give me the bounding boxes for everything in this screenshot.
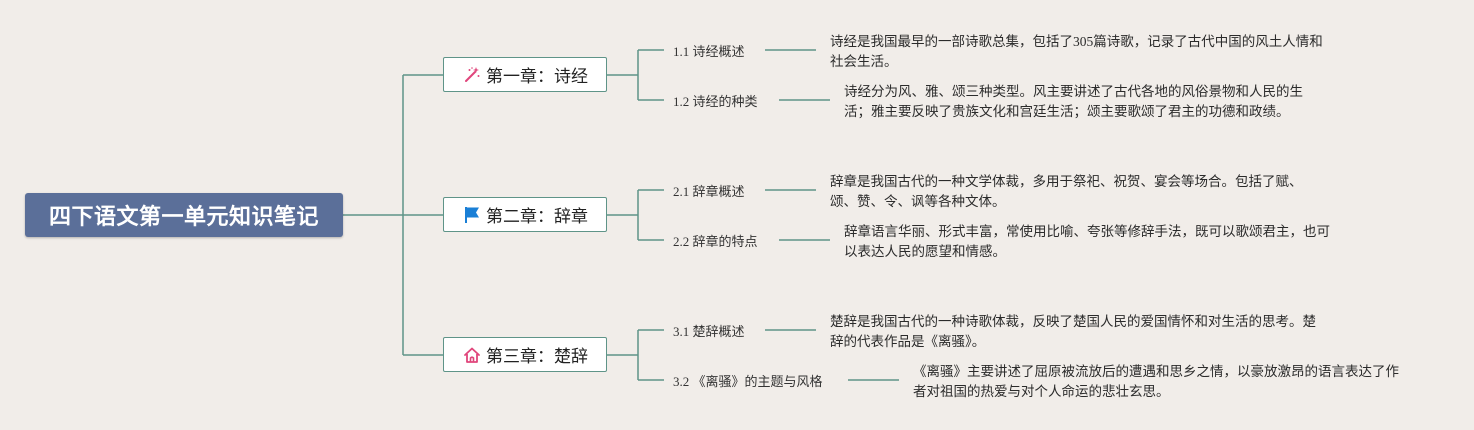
chapter-3-node[interactable]: 第三章：楚辞	[443, 337, 607, 372]
chapter-1-title: 第一章：诗经	[486, 67, 588, 87]
section-2-1-label[interactable]: 2.1 辞章概述	[673, 184, 745, 199]
connector-chapter-1-branch	[607, 49, 664, 101]
section-3-2-description: 《离骚》主要讲述了屈原被流放后的遭遇和思乡之情，以豪放激昂的语言表达了作者对祖国…	[913, 364, 1399, 399]
section-1-2-description: 诗经分为风、雅、颂三种类型。风主要讲述了古代各地的风俗景物和人民的生活；雅主要反…	[844, 84, 1303, 119]
magic-wand-icon	[462, 65, 482, 85]
connector-chapter-3-branch	[607, 329, 664, 381]
section-3-1-label[interactable]: 3.1 楚辞概述	[673, 324, 745, 339]
flag-icon	[462, 205, 482, 225]
chapter-2-node[interactable]: 第二章：辞章	[443, 197, 607, 232]
root-title: 四下语文第一单元知识笔记	[48, 205, 319, 230]
connector-chapter-2-branch	[607, 189, 664, 241]
section-1-2-label[interactable]: 1.2 诗经的种类	[673, 94, 758, 109]
section-3-1-description: 楚辞是我国古代的一种诗歌体裁，反映了楚国人民的爱国情怀和对生活的思考。楚辞的代表…	[830, 314, 1316, 349]
chapter-1-node[interactable]: 第一章：诗经	[443, 57, 607, 92]
chapter-2-title: 第二章：辞章	[486, 207, 588, 227]
section-2-2-description: 辞章语言华丽、形式丰富，常使用比喻、夸张等修辞手法，既可以歌颂君主，也可以表达人…	[844, 224, 1330, 259]
section-1-1-label[interactable]: 1.1 诗经概述	[673, 44, 745, 59]
section-2-1-description: 辞章是我国古代的一种文学体裁，多用于祭祀、祝贺、宴会等场合。包括了赋、颂、赞、令…	[830, 174, 1303, 209]
section-2-2-label[interactable]: 2.2 辞章的特点	[673, 234, 758, 249]
root-topic[interactable]: 四下语文第一单元知识笔记	[25, 193, 343, 237]
section-1-1-description: 诗经是我国最早的一部诗歌总集，包括了305篇诗歌，记录了古代中国的风土人情和社会…	[830, 34, 1323, 69]
section-3-2-label[interactable]: 3.2 《离骚》的主题与风格	[673, 374, 823, 389]
chapter-3-title: 第三章：楚辞	[486, 347, 588, 367]
home-icon	[462, 345, 482, 365]
